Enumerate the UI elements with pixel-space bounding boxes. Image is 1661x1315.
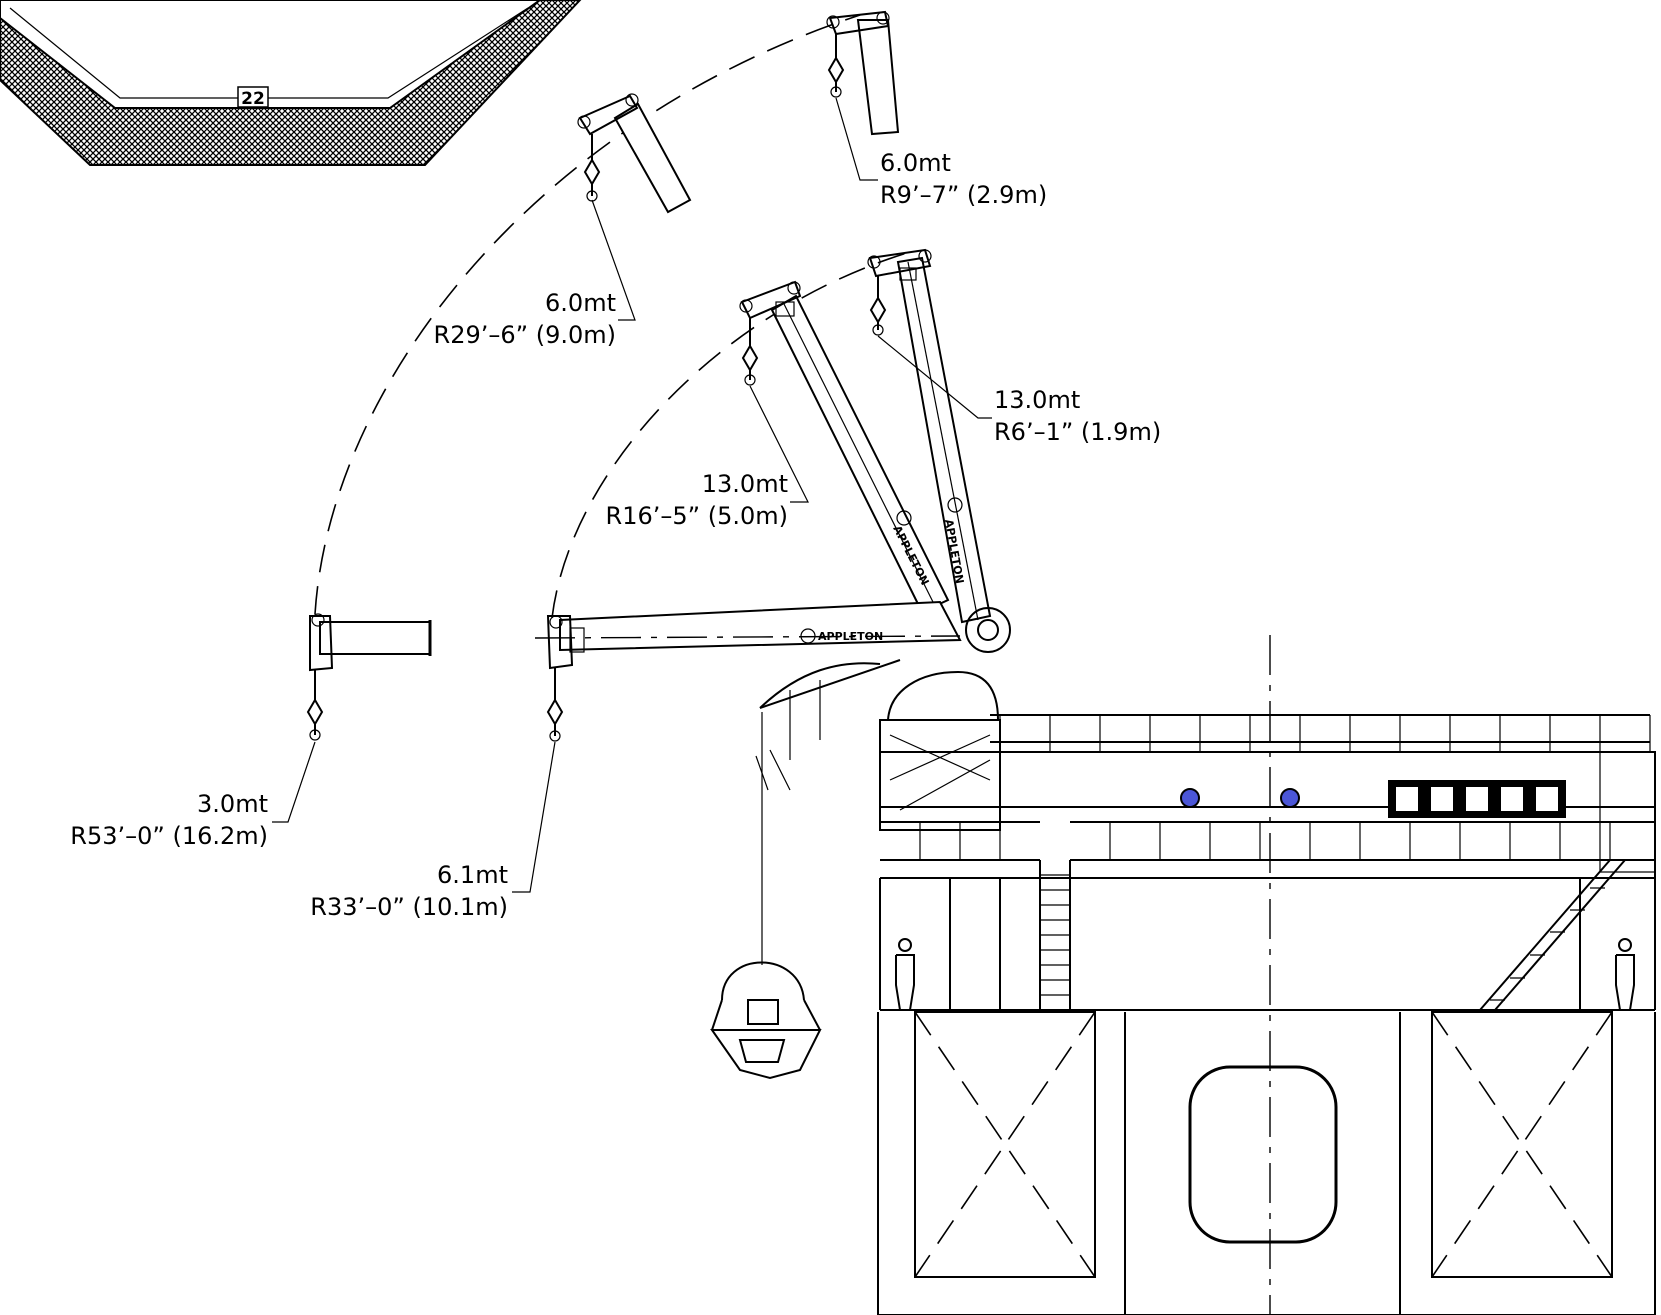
inner-reach-arc: [551, 251, 911, 619]
capacity-label: 13.0mt: [702, 470, 788, 498]
port-light-2: [1280, 788, 1300, 808]
port-light-1: [1180, 788, 1200, 808]
radius-label: R29’–6” (9.0m): [434, 321, 616, 349]
label-pos-d: 13.0mt R16’–5” (5.0m): [606, 470, 788, 530]
reach-arcs: [314, 14, 911, 619]
capacity-label: 3.0mt: [197, 790, 268, 818]
boom-short-horizontal: [306, 613, 432, 741]
label-pos-f: 6.1mt R33’–0” (10.1m): [310, 861, 508, 921]
label-pos-a: 6.0mt R9’–7” (2.9m): [880, 149, 1047, 209]
pier-number-box: [237, 86, 269, 108]
pier-outline: 22: [0, 0, 582, 166]
outer-reach-arc: [314, 14, 861, 615]
capacity-label: 13.0mt: [994, 386, 1080, 414]
label-pos-c: 13.0mt R6’–1” (1.9m): [994, 386, 1161, 446]
pier-number: 22: [241, 89, 265, 109]
radius-label: R33’–0” (10.1m): [310, 893, 508, 921]
capacity-label: 6.0mt: [545, 289, 616, 317]
person-silhouette-left: [895, 938, 915, 1011]
window-row: [1388, 780, 1566, 818]
radius-label: R16’–5” (5.0m): [606, 502, 788, 530]
person-silhouette-right: [1615, 938, 1635, 1011]
radius-label: R53’–0” (16.2m): [70, 822, 268, 850]
hull-hatch: [1188, 1065, 1338, 1244]
boom-top: [826, 10, 900, 136]
crane-pedestal: [759, 607, 1011, 831]
vessel: [877, 635, 1656, 1315]
label-pos-e: 3.0mt R53’–0” (16.2m): [70, 790, 268, 850]
capacity-label: 6.0mt: [880, 149, 951, 177]
capacity-label: 6.1mt: [437, 861, 508, 889]
label-pos-b: 6.0mt R29’–6” (9.0m): [434, 289, 616, 349]
boat-hanging: [710, 712, 822, 1080]
radius-label: R9’–7” (2.9m): [880, 181, 1047, 209]
brand-label-horizontal: APPLETON: [818, 630, 883, 643]
leader-lines: [272, 97, 992, 893]
radius-label: R6’–1” (1.9m): [994, 418, 1161, 446]
boom-upper-left: [577, 93, 692, 214]
boom-horizontal: APPLETON: [534, 600, 962, 742]
